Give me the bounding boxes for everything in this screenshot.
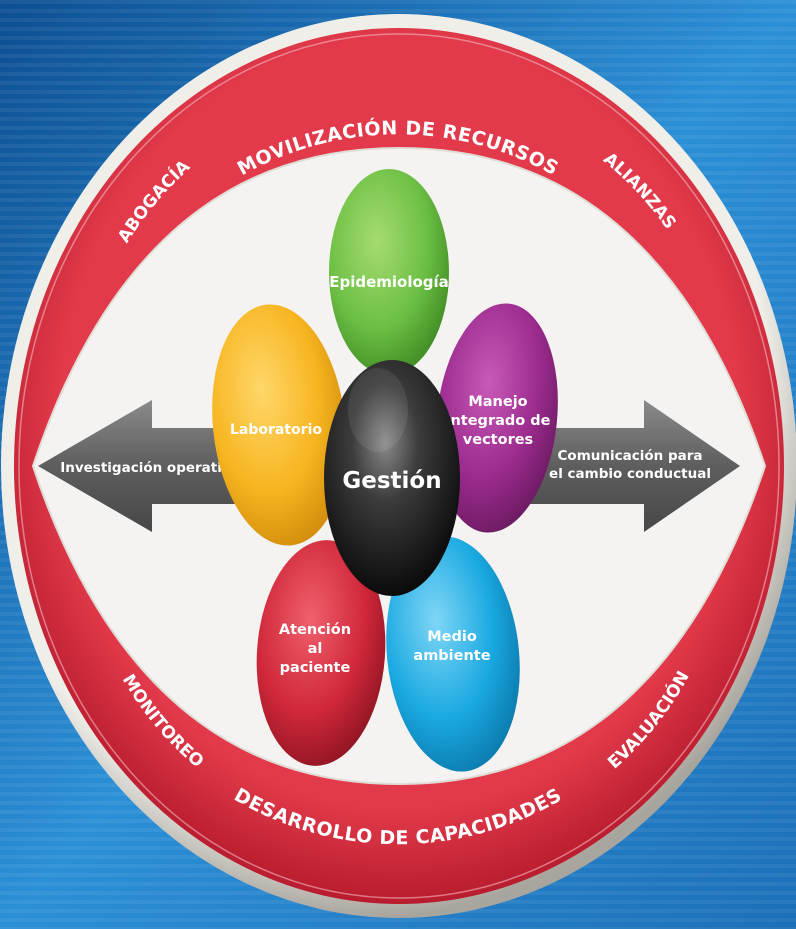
petal-manejo-vectores: Manejo integrado de vectores: [436, 303, 558, 533]
petal-atencion-line2: al: [308, 641, 323, 657]
petal-epidemiologia: Epidemiología: [329, 169, 449, 375]
red-ring-highlight: [18, 33, 780, 899]
petal-manejo-line3: vectores: [463, 432, 533, 448]
petal-medio-ambiente: Medio ambiente: [386, 536, 520, 772]
petal-laboratorio-label: Laboratorio: [230, 422, 322, 438]
center-label: Gestión: [342, 468, 441, 494]
center-gestion: Gestión: [324, 360, 460, 596]
petal-atencion-line1: Atención: [279, 622, 351, 638]
petal-manejo-line2: integrado de: [446, 413, 551, 429]
arrow-right-label-line1: Comunicación para: [558, 448, 703, 464]
petal-manejo-line1: Manejo: [468, 394, 527, 410]
arrow-left-label: Investigación operativa: [60, 460, 240, 476]
petal-atencion-paciente: Atención al paciente: [256, 540, 386, 766]
petal-medio-line2: ambiente: [413, 648, 490, 664]
petal-atencion-line3: paciente: [280, 660, 351, 676]
petal-epidemiologia-label: Epidemiología: [329, 273, 449, 291]
petal-laboratorio: Laboratorio: [212, 304, 346, 546]
petal-medio-line1: Medio: [427, 629, 477, 645]
arrow-right-label-line2: el cambio conductual: [549, 466, 711, 482]
